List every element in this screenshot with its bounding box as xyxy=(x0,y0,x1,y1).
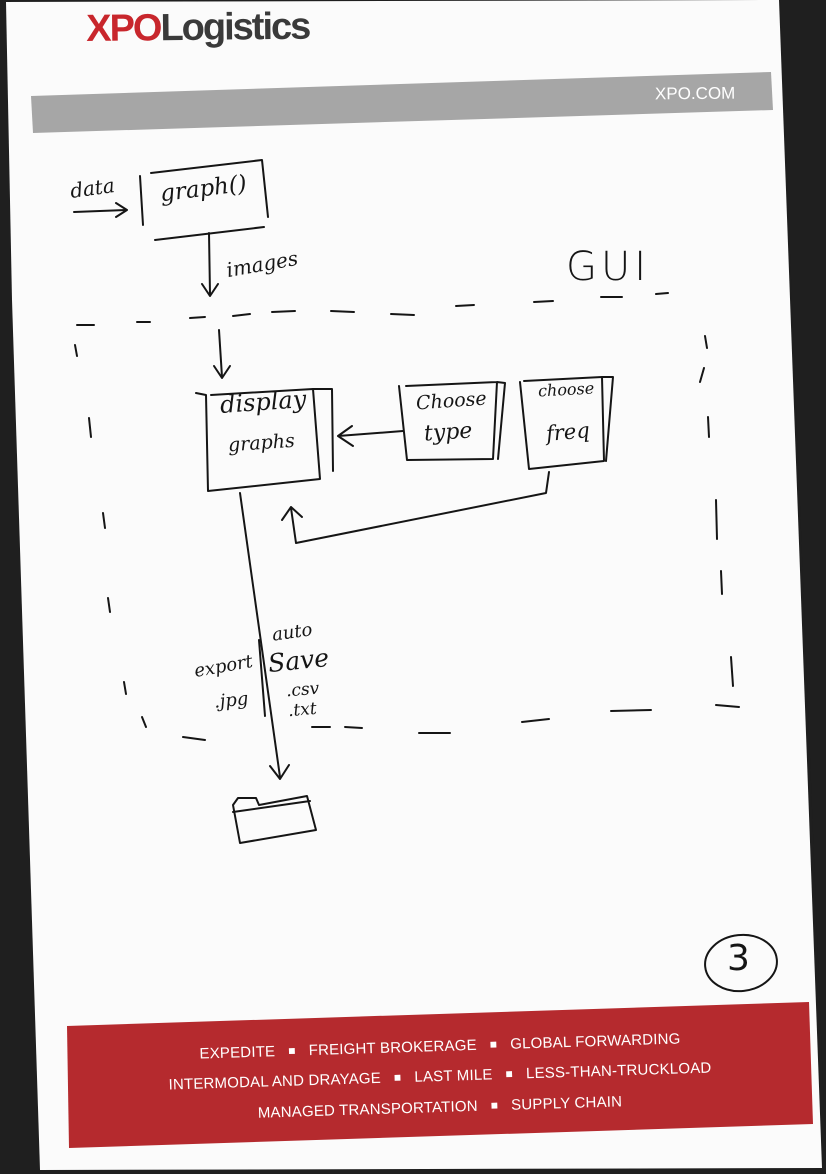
choose-freq-label-line1: choose xyxy=(537,378,595,401)
footer-separator: ■ xyxy=(288,1043,296,1058)
footer-separator: ■ xyxy=(490,1098,499,1113)
footer-band xyxy=(67,1002,813,1148)
data-arrow xyxy=(73,202,128,218)
display-label-line2: graphs xyxy=(227,429,296,457)
type-to-display-arrow xyxy=(337,425,404,447)
footer-item-expedite: EXPEDITE xyxy=(199,1043,276,1063)
gui-boundary-left xyxy=(74,344,147,728)
freq-to-display-arrow xyxy=(281,471,550,544)
footer-item-last-mile: LAST MILE xyxy=(414,1066,493,1086)
choose-freq-label-line2: freq xyxy=(545,418,591,446)
choose-type-box xyxy=(398,381,506,461)
autosave-format-txt: .txt xyxy=(287,698,318,722)
export-format: .jpg xyxy=(212,688,250,713)
folder-icon xyxy=(232,795,317,844)
choose-freq-box xyxy=(519,376,614,470)
footer-item-supply-chain: SUPPLY CHAIN xyxy=(510,1093,623,1114)
output-arrow xyxy=(239,492,290,780)
page-number-circle xyxy=(704,933,778,993)
gui-entry-arrow xyxy=(213,329,231,379)
images-arrow xyxy=(201,232,219,297)
gui-boundary-top xyxy=(76,292,669,326)
footer-separator: ■ xyxy=(393,1070,402,1085)
gui-boundary-right xyxy=(699,335,734,687)
gui-label: GUI xyxy=(566,244,651,290)
gui-boundary-bottom xyxy=(182,704,740,741)
display-label-line1: display xyxy=(219,385,308,419)
choose-type-label-line2: type xyxy=(423,418,474,447)
page-number: 3 xyxy=(727,938,750,979)
display-graphs-box xyxy=(195,388,334,492)
export-save-divider xyxy=(258,639,266,717)
footer-separator: ■ xyxy=(489,1037,498,1052)
header-bar xyxy=(31,72,773,133)
footer-separator: ■ xyxy=(505,1066,514,1081)
